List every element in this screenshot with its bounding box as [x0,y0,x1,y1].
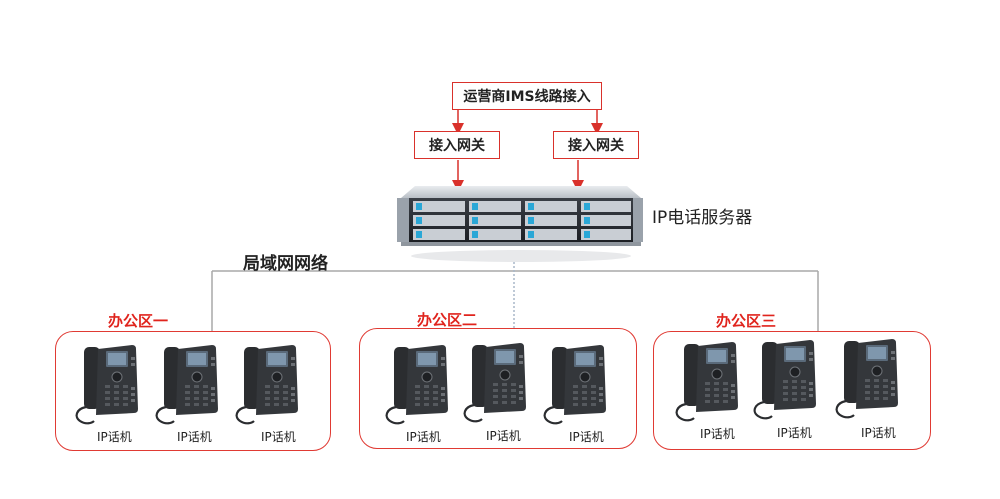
ims-line-label: 运营商IMS线路接入 [463,89,591,105]
gateway-box-left: 接入网关 [414,131,500,159]
phone-label: IP话机 [97,430,132,444]
phone-label: IP话机 [861,426,896,440]
phone-label: IP话机 [406,430,441,444]
server-label: IP电话服务器 [652,208,753,228]
server-icon [397,186,643,262]
ip-phone-icon [235,343,300,425]
ip-phone-icon [835,337,900,419]
phone-label: IP话机 [777,426,812,440]
phone-label: IP话机 [569,430,604,444]
gateway-box-right: 接入网关 [553,131,639,159]
phone-label: IP话机 [700,427,735,441]
ip-phone-icon [463,341,528,423]
ip-phone-icon [75,343,140,425]
phone-label: IP话机 [486,429,521,443]
ip-phone-icon [155,343,220,425]
ims-line-box: 运营商IMS线路接入 [452,82,602,110]
gateway-label-right: 接入网关 [568,138,624,154]
phone-label: IP话机 [261,430,296,444]
lan-label: 局域网网络 [243,254,328,274]
phone-label: IP话机 [177,430,212,444]
zone-title-3: 办公区三 [716,312,777,330]
ip-phone-icon [753,338,818,420]
ip-phone-icon [543,343,608,425]
ip-phone-icon [385,343,450,425]
zone-title-1: 办公区一 [108,312,169,330]
zone-title-2: 办公区二 [417,311,478,329]
ip-phone-icon [675,340,740,422]
gateway-label-left: 接入网关 [429,138,485,154]
